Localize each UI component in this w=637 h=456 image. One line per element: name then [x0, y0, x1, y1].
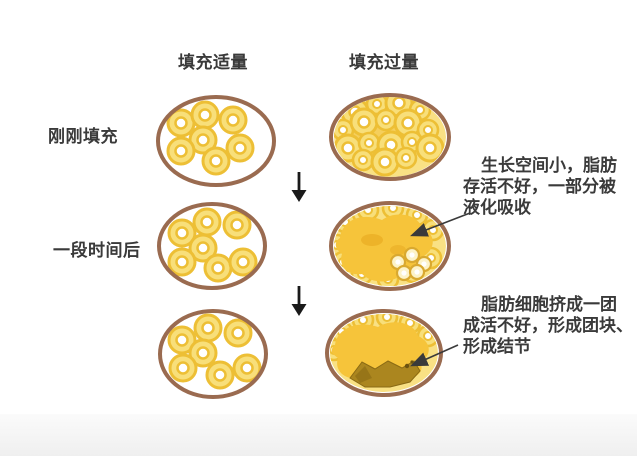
- capsule-appropriate-row2: [157, 202, 267, 290]
- flow-arrow-down-2: [291, 286, 307, 316]
- annotation-arrow-liquefaction: [410, 212, 471, 237]
- column-header-appropriate: 填充适量: [178, 53, 248, 72]
- capsule-appropriate-row1: [156, 95, 276, 187]
- capsule-appropriate-row3: [158, 309, 268, 399]
- capsule-nodule-row3: [325, 309, 443, 397]
- annotation-liquefaction: 生长空间小，脂肪 存活不好，一部分被 液化吸收: [463, 155, 617, 218]
- capsule-liquefying-row2: [329, 201, 451, 291]
- capsule-overfilled-row1: [329, 93, 451, 181]
- annotation-nodules: 脂肪细胞挤成一团 成活不好，形成团块、 形成结节: [463, 294, 633, 357]
- annotation-liquefaction-line1: 生长空间小，脂肪: [481, 156, 617, 175]
- annotation-liquefaction-line3: 液化吸收: [463, 198, 531, 217]
- annotation-liquefaction-line2: 存活不好，一部分被: [463, 177, 616, 196]
- row-label-after-a-while: 一段时间后: [53, 241, 141, 260]
- annotation-nodules-line1: 脂肪细胞挤成一团: [481, 295, 617, 314]
- flow-arrow-down-1: [291, 172, 307, 202]
- column-header-excessive: 填充过量: [349, 53, 419, 72]
- row-label-just-filled: 刚刚填充: [48, 127, 118, 146]
- footer-strip: [0, 414, 637, 456]
- annotation-nodules-line2: 成活不好，形成团块、: [463, 316, 633, 335]
- annotation-nodules-line3: 形成结节: [463, 337, 531, 356]
- annotation-arrow-nodule: [410, 344, 459, 367]
